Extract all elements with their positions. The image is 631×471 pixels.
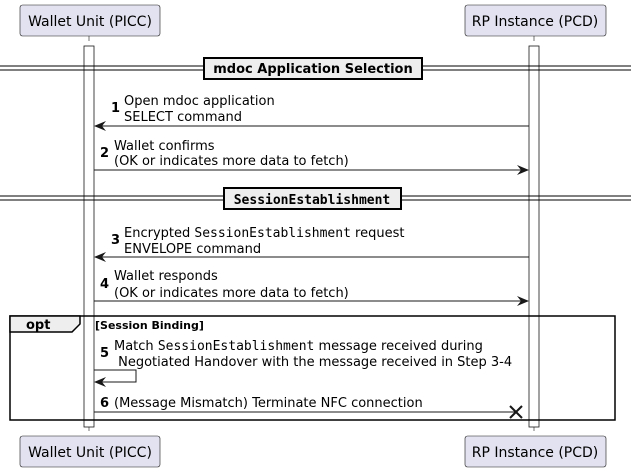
- message-5-line1-prefix: Match: [114, 339, 158, 354]
- message-6-number: 6: [100, 396, 109, 411]
- message-3-line2: ENVELOPE command: [124, 242, 261, 257]
- message-4-line2: (OK or indicates more data to fetch): [114, 286, 349, 301]
- participant-wallet-bottom-label: Wallet Unit (PICC): [28, 445, 152, 461]
- message-5: 5 Match SessionEstablishment message rec…: [94, 339, 512, 387]
- message-6: 6 (Message Mismatch) Terminate NFC conne…: [94, 396, 523, 419]
- message-2-number: 2: [100, 146, 109, 161]
- message-3-line1: Encrypted SessionEstablishment request: [124, 226, 404, 241]
- message-4: 4 Wallet responds (OK or indicates more …: [94, 269, 529, 306]
- destroy-x-icon: [509, 405, 523, 419]
- opt-frame: opt [Session Binding]: [9, 315, 616, 421]
- message-3: 3 Encrypted SessionEstablishment request…: [94, 226, 529, 262]
- message-3-number: 3: [111, 233, 120, 248]
- opt-label: opt: [26, 318, 50, 333]
- message-2-line1: Wallet confirms: [114, 139, 215, 154]
- message-5-line1-mono: SessionEstablishment: [158, 339, 315, 354]
- message-1-line2: SELECT command: [124, 110, 242, 125]
- message-3-line1-suffix: request: [351, 226, 405, 241]
- participant-wallet-top: Wallet Unit (PICC): [19, 4, 161, 37]
- activation-wallet: [83, 45, 95, 428]
- divider-application-selection: mdoc Application Selection: [0, 57, 631, 80]
- message-5-line1: Match SessionEstablishment message recei…: [114, 339, 483, 354]
- opt-condition: [Session Binding]: [95, 319, 204, 332]
- opt-tab: [9, 315, 81, 333]
- activation-rp: [528, 45, 540, 428]
- message-2: 2 Wallet confirms (OK or indicates more …: [94, 139, 529, 175]
- participant-rp-bottom-label: RP Instance (PCD): [472, 445, 599, 461]
- message-4-number: 4: [100, 277, 109, 292]
- message-1-number: 1: [111, 101, 120, 116]
- participant-rp-top: RP Instance (PCD): [464, 4, 607, 37]
- message-3-line1-mono: SessionEstablishment: [194, 226, 351, 241]
- divider-session-establishment-label: SessionEstablishment: [234, 193, 391, 208]
- message-5-number: 5: [100, 346, 109, 361]
- message-1-line1: Open mdoc application: [124, 94, 275, 109]
- message-4-line1: Wallet responds: [114, 269, 218, 284]
- divider-application-selection-label: mdoc Application Selection: [213, 62, 412, 77]
- message-3-line1-prefix: Encrypted: [124, 226, 194, 241]
- message-6-line1: (Message Mismatch) Terminate NFC connect…: [114, 396, 423, 411]
- message-2-line2: (OK or indicates more data to fetch): [114, 154, 349, 169]
- participant-wallet-bottom: Wallet Unit (PICC): [19, 435, 161, 468]
- message-5-arrow: [94, 369, 137, 387]
- message-1: 1 Open mdoc application SELECT command: [94, 94, 529, 131]
- divider-session-establishment: SessionEstablishment: [0, 187, 631, 210]
- participant-wallet-top-label: Wallet Unit (PICC): [28, 14, 152, 30]
- message-5-line2: Negotiated Handover with the message rec…: [114, 355, 512, 370]
- participant-rp-bottom: RP Instance (PCD): [464, 435, 607, 468]
- participant-rp-top-label: RP Instance (PCD): [472, 14, 599, 30]
- message-5-line1-suffix: message received during: [314, 339, 483, 354]
